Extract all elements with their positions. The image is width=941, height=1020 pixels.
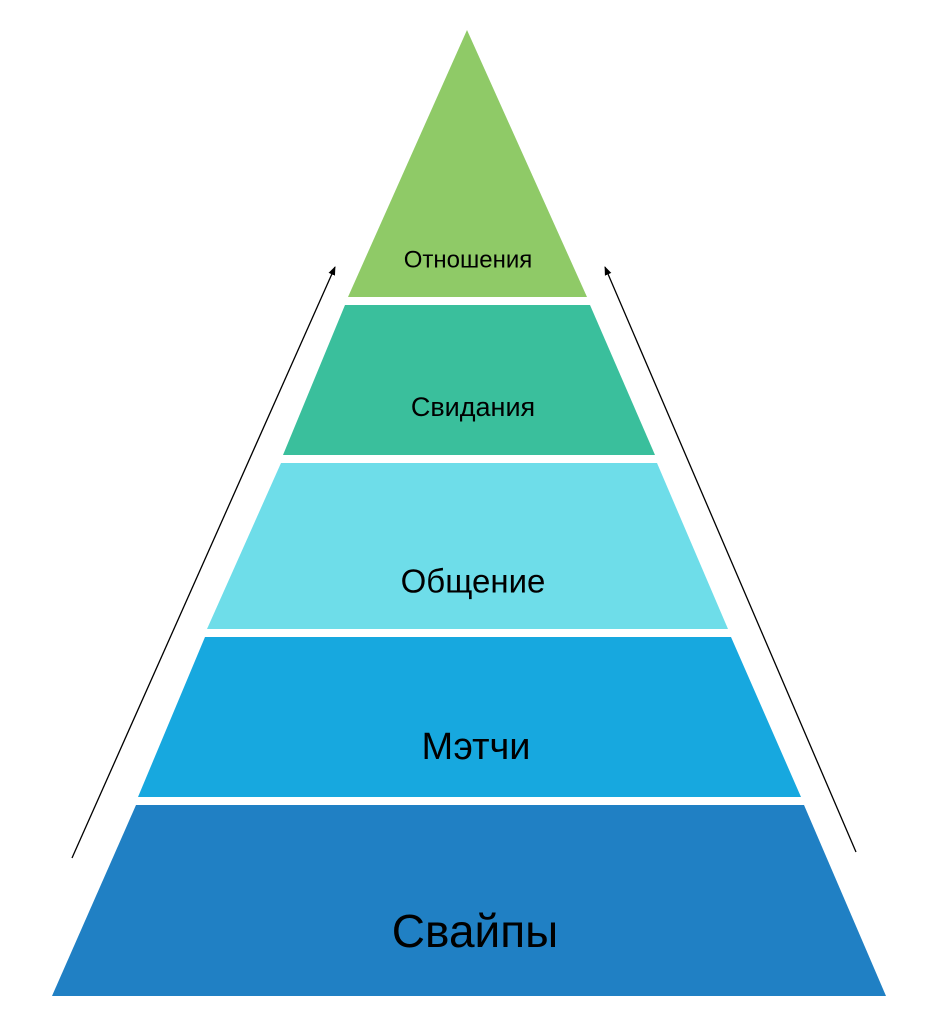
- pyramid-layers: [52, 30, 886, 996]
- direction-arrows: [71, 266, 857, 859]
- label-swipes: Свайпы: [392, 905, 558, 957]
- label-relationships: Отношения: [404, 246, 533, 273]
- layer-communication: [207, 463, 728, 629]
- layer-labels: Отношения Свидания Общение Мэтчи Свайпы: [392, 246, 558, 957]
- layer-matches: [138, 637, 801, 797]
- layer-relationships: [348, 30, 587, 297]
- label-matches: Мэтчи: [421, 726, 530, 768]
- label-dates: Свидания: [411, 392, 535, 422]
- layer-swipes: [52, 805, 886, 996]
- left-up-arrow: [71, 266, 336, 859]
- layer-dates: [283, 305, 655, 455]
- right-up-arrow: [604, 266, 857, 853]
- label-communication: Общение: [401, 563, 546, 600]
